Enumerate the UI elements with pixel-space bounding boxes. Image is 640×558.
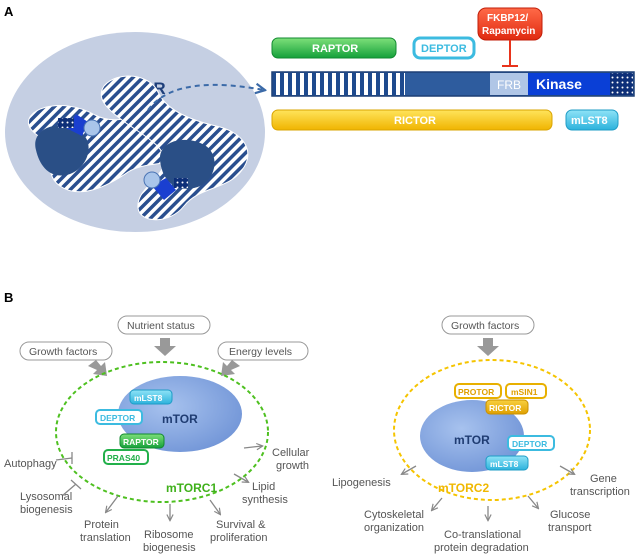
energy-levels-label: Energy levels	[229, 346, 292, 358]
mtorc2-mtor	[420, 400, 524, 472]
raptor-label-a: RAPTOR	[312, 43, 358, 55]
dotted-tail-left	[58, 118, 74, 128]
kinase-domain-left	[35, 125, 89, 176]
mtorc2-boundary	[393, 359, 591, 501]
glucose-label-2: transport	[548, 522, 591, 534]
fkbp12-label: FKBP12/	[487, 13, 528, 24]
autophagy-inhibit-line	[55, 457, 73, 461]
cytoskeletal-arrow	[432, 497, 443, 510]
mtorc1-mtor-label: mTOR	[162, 412, 198, 426]
mtorc2-name: mTORC2	[438, 481, 489, 495]
protein-translation-arrow	[106, 495, 119, 512]
survival-arrow	[209, 499, 220, 514]
growth-factors-left-arrow	[88, 360, 107, 376]
frb-domain-left	[66, 114, 88, 136]
rictor-box-a	[271, 109, 553, 131]
nutrient-arrow	[154, 338, 176, 356]
gene-transcription-arrow	[559, 465, 574, 474]
mtorc1-pras40-label: PRAS40	[107, 453, 140, 463]
frb-label: FRB	[497, 78, 521, 92]
mtorc2-rictor-label: RICTOR	[489, 403, 521, 413]
glucose-arrow	[527, 495, 538, 508]
ribosome-label-1: Ribosome	[144, 529, 194, 541]
mlst8-label-a: mLST8	[571, 115, 608, 127]
mtorc2-msin1-label: mSIN1	[511, 387, 538, 397]
growth-factors-right-label: Growth factors	[451, 320, 519, 332]
energy-levels-box	[217, 341, 309, 361]
mtorc2-protor-box	[454, 383, 502, 399]
mtorc1-name: mTORC1	[166, 481, 217, 495]
mtorc1-mlst8-box	[129, 389, 173, 405]
dashed-arrow	[147, 85, 264, 111]
energy-levels-arrow	[221, 360, 240, 376]
kinase-label: Kinase	[536, 76, 582, 92]
cellular-label-2: growth	[276, 460, 309, 472]
rictor-label-a: RICTOR	[394, 115, 436, 127]
mtorc1-deptor-box	[95, 409, 143, 425]
protein-label-2: translation	[80, 532, 131, 544]
lipid-label-2: synthesis	[242, 494, 288, 506]
fat-domain	[405, 73, 490, 95]
protein-label-1: Protein	[84, 519, 119, 531]
deptor-box-a	[412, 36, 476, 60]
mtorc2-mlst8-box	[485, 455, 529, 471]
lipogenesis-arrow	[402, 465, 417, 474]
cellular-growth-arrow	[243, 446, 262, 448]
lipid-label-1: Lipid	[252, 481, 275, 493]
frb-domain-bar	[490, 73, 528, 95]
lipid-synthesis-arrow	[233, 473, 248, 482]
mtorc2-mlst8-label: mLST8	[490, 459, 519, 469]
mtorc1-mlst8-label: mLST8	[134, 393, 163, 403]
growth-factors-right-box	[441, 315, 535, 335]
mtorc2-mtor-label: mTOR	[454, 433, 490, 447]
mtorc2-deptor-label: DEPTOR	[512, 439, 547, 449]
mtorc2-msin1-box	[505, 383, 547, 399]
cotrans-label-1: Co-translational	[444, 529, 521, 541]
lysosomal-label-1: Lysosomal	[20, 491, 72, 503]
nutrient-status-label: Nutrient status	[127, 320, 195, 332]
mtorc1-boundary	[55, 361, 269, 503]
lysosomal-label-2: biogenesis	[20, 504, 73, 516]
mtorc2-protor-label: PROTOR	[458, 387, 494, 397]
mtorc1-raptor-box	[119, 433, 165, 449]
growth-factors-right-arrow	[477, 338, 499, 356]
gene-label-2: transcription	[570, 486, 630, 498]
dotted-tail-right	[174, 178, 188, 188]
lysosomal-inhibit-line	[61, 483, 77, 497]
kinase-domain-right	[159, 139, 215, 189]
deptor-label-a: DEPTOR	[421, 43, 467, 55]
mtorc2-rictor-box	[485, 399, 529, 415]
gene-label-1: Gene	[590, 473, 617, 485]
rapamycin-label: Rapamycin	[482, 26, 535, 37]
survival-label-2: proliferation	[210, 532, 267, 544]
panel-a-label: A	[4, 4, 14, 19]
lipogenesis-label: Lipogenesis	[332, 477, 391, 489]
nutrient-status-box	[117, 315, 211, 335]
cellular-label-1: Cellular	[272, 447, 310, 459]
fkbp-bead-right	[143, 171, 161, 189]
fkbp-bead-left	[83, 119, 101, 137]
survival-label-1: Survival &	[216, 519, 266, 531]
cyto-label-2: organization	[364, 522, 424, 534]
growth-factors-left-box	[19, 341, 113, 361]
mtorc1-pras40-box	[103, 449, 149, 465]
autophagy-label: Autophagy	[4, 458, 57, 470]
cyto-label-1: Cytoskeletal	[364, 509, 424, 521]
glucose-label-1: Glucose	[550, 509, 590, 521]
heat-repeats	[273, 73, 405, 95]
growth-factors-left-label: Growth factors	[29, 346, 97, 358]
panel-b-label: B	[4, 290, 13, 305]
mtorc1-raptor-label: RAPTOR	[123, 437, 159, 447]
kinase-domain-bar	[528, 73, 610, 95]
lysosomal-inhibit-bar	[70, 479, 82, 490]
cotrans-label-2: protein degradation	[434, 542, 529, 554]
mtorc1-deptor-label: DEPTOR	[100, 413, 135, 423]
mtorc2-deptor-box	[507, 435, 555, 451]
raptor-box-a	[271, 37, 397, 59]
ribosome-label-2: biogenesis	[143, 542, 196, 554]
fatc-domain-bar	[610, 73, 633, 95]
mlst8-box-a	[565, 109, 619, 131]
